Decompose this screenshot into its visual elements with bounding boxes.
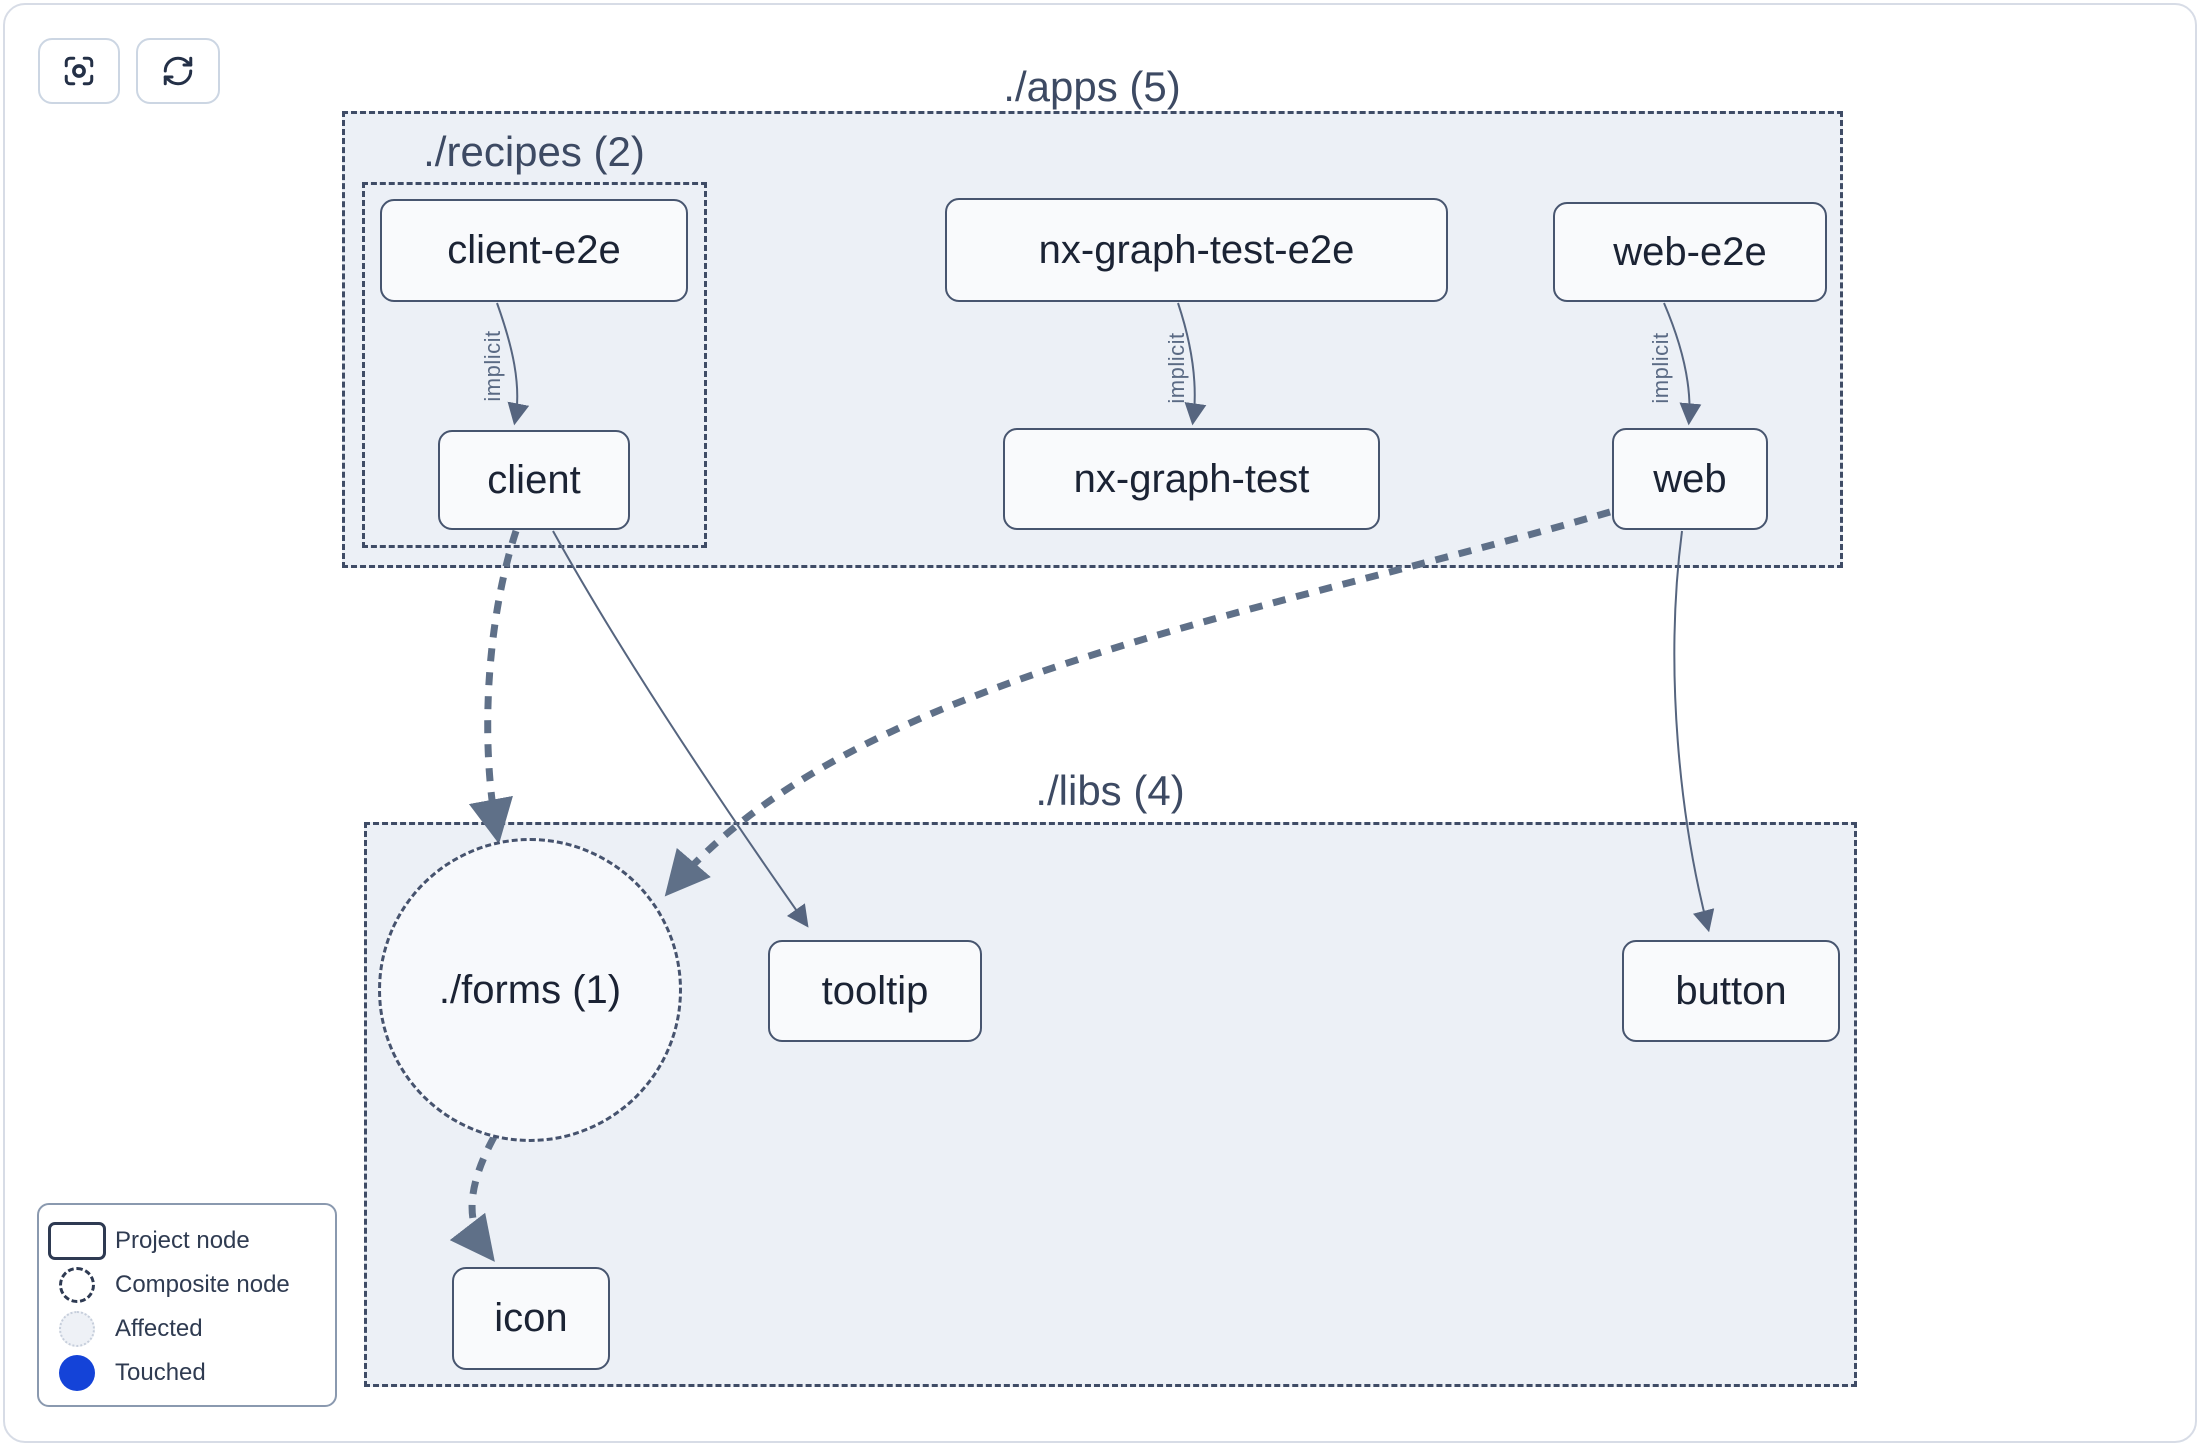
legend-label: Affected: [115, 1315, 203, 1342]
edge-client-tooltip[interactable]: [552, 530, 809, 928]
composite-node-forms-label: ./forms (1): [438, 967, 622, 1012]
node-label: web-e2e: [1613, 229, 1767, 274]
group-recipes: [362, 182, 707, 548]
node-icon[interactable]: icon: [452, 1267, 610, 1370]
refresh-button[interactable]: [136, 38, 220, 104]
focus-crosshair-icon: [61, 53, 97, 89]
node-button[interactable]: button: [1622, 940, 1840, 1042]
node-label: tooltip: [821, 968, 929, 1013]
node-label: client: [487, 457, 581, 502]
node-web-e2e[interactable]: web-e2e: [1553, 202, 1827, 302]
legend-item-touched: Touched: [39, 1351, 335, 1395]
edge-client-e2e-client[interactable]: [496, 302, 530, 426]
edge-label-implicit: implicit: [1164, 332, 1189, 404]
node-nx-graph-test[interactable]: nx-graph-test: [1003, 428, 1380, 530]
touched-swatch-icon: [39, 1355, 115, 1391]
group-apps-label[interactable]: ./apps (5): [1003, 63, 1181, 110]
affected-swatch-icon: [39, 1311, 115, 1347]
node-client-e2e[interactable]: client-e2e: [380, 199, 688, 302]
legend-item-composite-node: Composite node: [39, 1263, 335, 1307]
edge-label-implicit: implicit: [480, 330, 505, 402]
group-libs-label[interactable]: ./libs (4): [1035, 767, 1185, 814]
legend-item-affected: Affected: [39, 1307, 335, 1351]
node-label: icon: [494, 1296, 568, 1340]
edge-web-e2e-web[interactable]: [1663, 302, 1702, 426]
legend-label: Touched: [115, 1359, 206, 1386]
edge-label-implicit: implicit: [1648, 332, 1673, 404]
edge-nx-graph-test-e2e-nx-graph-test[interactable]: [1177, 302, 1207, 426]
composite-node-forms[interactable]: ./forms (1): [378, 838, 682, 1142]
graph-toolbar: [38, 38, 220, 104]
node-label: nx-graph-test: [1073, 456, 1310, 501]
node-label: button: [1675, 968, 1787, 1013]
node-client[interactable]: client: [438, 430, 630, 530]
project-node-swatch-icon: [39, 1222, 115, 1260]
refresh-icon: [160, 53, 196, 89]
node-tooltip[interactable]: tooltip: [768, 940, 982, 1042]
node-label: web: [1653, 456, 1727, 501]
edge-forms-icon[interactable]: [449, 1135, 498, 1262]
node-label: nx-graph-test-e2e: [1038, 227, 1355, 272]
edge-client-forms[interactable]: [468, 529, 520, 845]
node-web[interactable]: web: [1612, 428, 1768, 530]
legend-label: Composite node: [115, 1271, 290, 1298]
node-label: client-e2e: [447, 228, 621, 272]
legend-label: Project node: [115, 1227, 250, 1254]
node-nx-graph-test-e2e[interactable]: nx-graph-test-e2e: [945, 198, 1448, 302]
group-recipes-label[interactable]: ./recipes (2): [423, 128, 645, 175]
focus-reset-button[interactable]: [38, 38, 120, 104]
edge-web-button[interactable]: [1673, 530, 1715, 933]
composite-node-swatch-icon: [39, 1267, 115, 1303]
legend-item-project-node: Project node: [39, 1219, 335, 1263]
edge-web-forms[interactable]: [664, 508, 1611, 897]
legend-panel: Project node Composite node Affected Tou…: [37, 1203, 337, 1407]
